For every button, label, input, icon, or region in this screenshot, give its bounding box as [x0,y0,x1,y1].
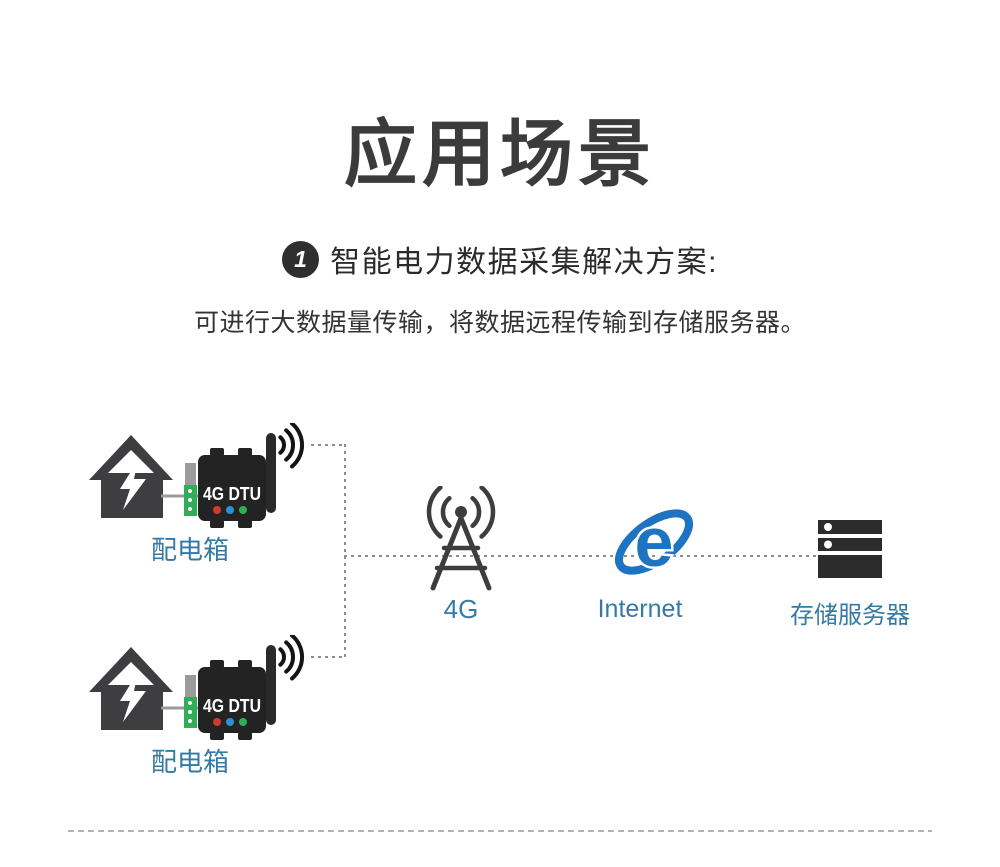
numbered-bullet-icon: 1 [282,240,320,278]
storage-server-icon [818,520,882,578]
solution-heading-row: 1 智能电力数据采集解决方案: [0,237,1000,281]
internet-e-glyph: e [635,503,674,581]
server-label: 存储服务器 [790,602,910,629]
solution-heading: 智能电力数据采集解决方案: [330,246,718,279]
connector-trunk-vertical [344,444,346,658]
page-title: 应用场景 [344,114,656,195]
signal-waves-icon [278,423,305,469]
internet-label: Internet [597,595,683,623]
connector-station2-to-trunk [311,656,346,658]
dtu-device-label: 4G DTU [203,696,261,716]
bullet-number: 1 [294,245,307,272]
solution-description: 可进行大数据量传输，将数据远程传输到存储服务器。 [193,309,806,337]
dtu-device-icon: 4G DTU [184,433,276,528]
house-icon [89,647,173,730]
tower-signal-waves-icon [426,486,496,539]
antenna-icon [266,433,276,513]
station-1-icon: 4G DTU [89,423,305,528]
station-1-label: 配电箱 [150,535,229,565]
lightning-icon [120,460,146,510]
station-2-icon: 4G DTU [89,635,305,740]
cell-tower-icon [426,486,496,591]
internet-icon: e [615,501,693,584]
connector-trunk-to-server [344,555,818,557]
bottom-separator [68,830,932,832]
antenna-icon [266,645,276,725]
lightning-icon [120,672,146,722]
tower-label: 4G [443,594,479,624]
signal-waves-icon [278,635,305,681]
dtu-device-icon: 4G DTU [184,645,276,740]
dtu-device-label: 4G DTU [203,484,261,504]
house-icon [89,435,173,518]
station-2-label: 配电箱 [150,747,229,777]
connector-station1-to-trunk [311,444,346,446]
